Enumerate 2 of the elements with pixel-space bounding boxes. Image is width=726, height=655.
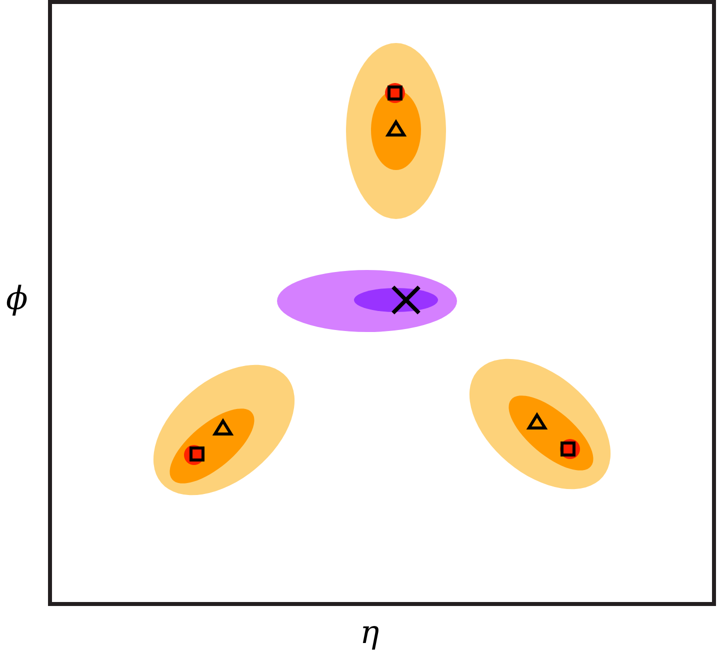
axis-label: η [360, 616, 380, 648]
axis-label: ϕ [6, 282, 28, 314]
